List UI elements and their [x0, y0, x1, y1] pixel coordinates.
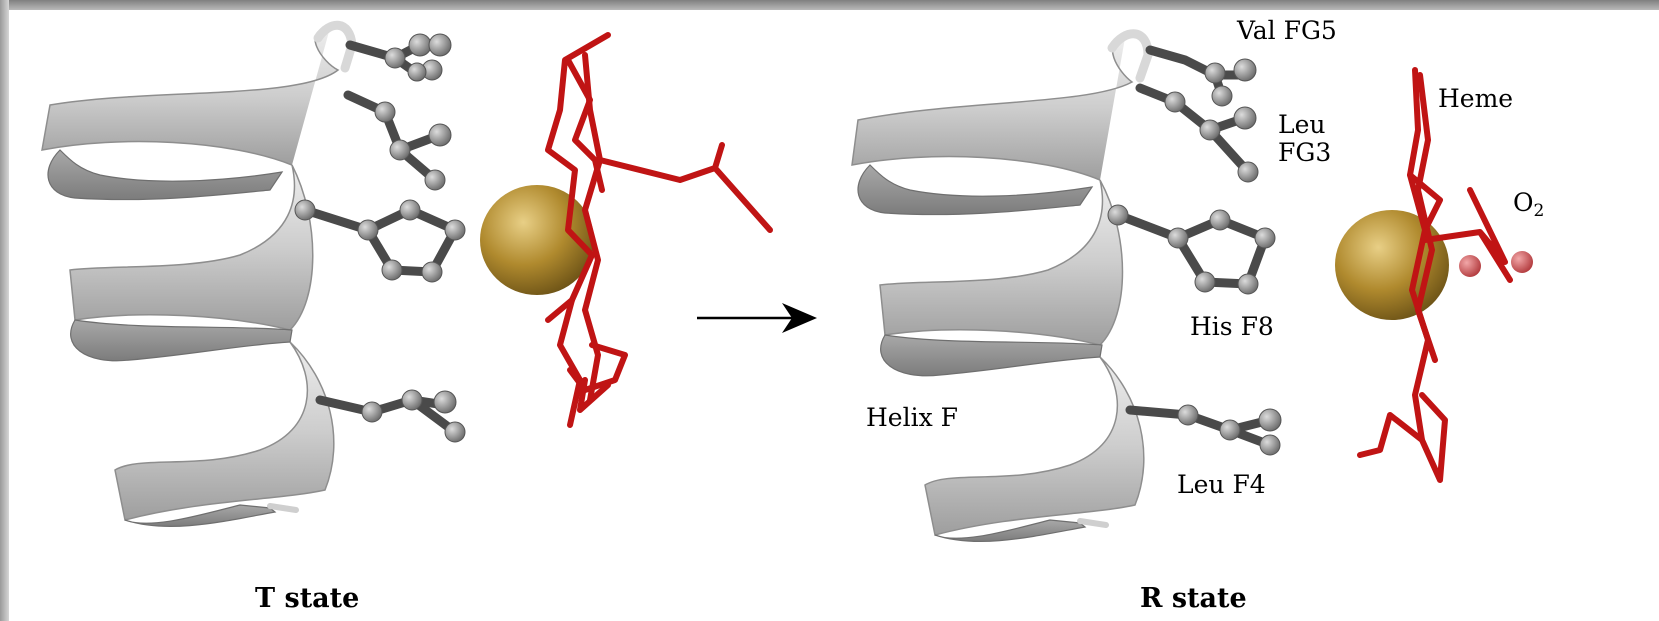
label-leu-f4: Leu F4	[1177, 472, 1266, 497]
r-state-structure	[852, 34, 1533, 542]
label-o2-subscript: 2	[1534, 201, 1545, 221]
label-val-fg5: Val FG5	[1237, 18, 1337, 43]
label-helix-f: Helix F	[866, 405, 958, 430]
label-heme: Heme	[1438, 86, 1513, 111]
label-leu-fg3-line2: FG3	[1278, 140, 1331, 165]
helix-f-ribbon	[42, 25, 352, 526]
label-his-f8: His F8	[1190, 314, 1274, 339]
helix-f-ribbon-r	[852, 34, 1148, 542]
t-state-structure	[42, 25, 770, 526]
caption-t-state: T state	[255, 585, 359, 612]
atoms	[295, 34, 465, 442]
label-o2: O2	[1513, 190, 1544, 220]
label-o2-main: O	[1513, 188, 1534, 217]
caption-r-state: R state	[1140, 585, 1247, 612]
label-leu-fg3-line1: Leu	[1278, 112, 1326, 137]
iron-atom-r	[1335, 210, 1449, 320]
